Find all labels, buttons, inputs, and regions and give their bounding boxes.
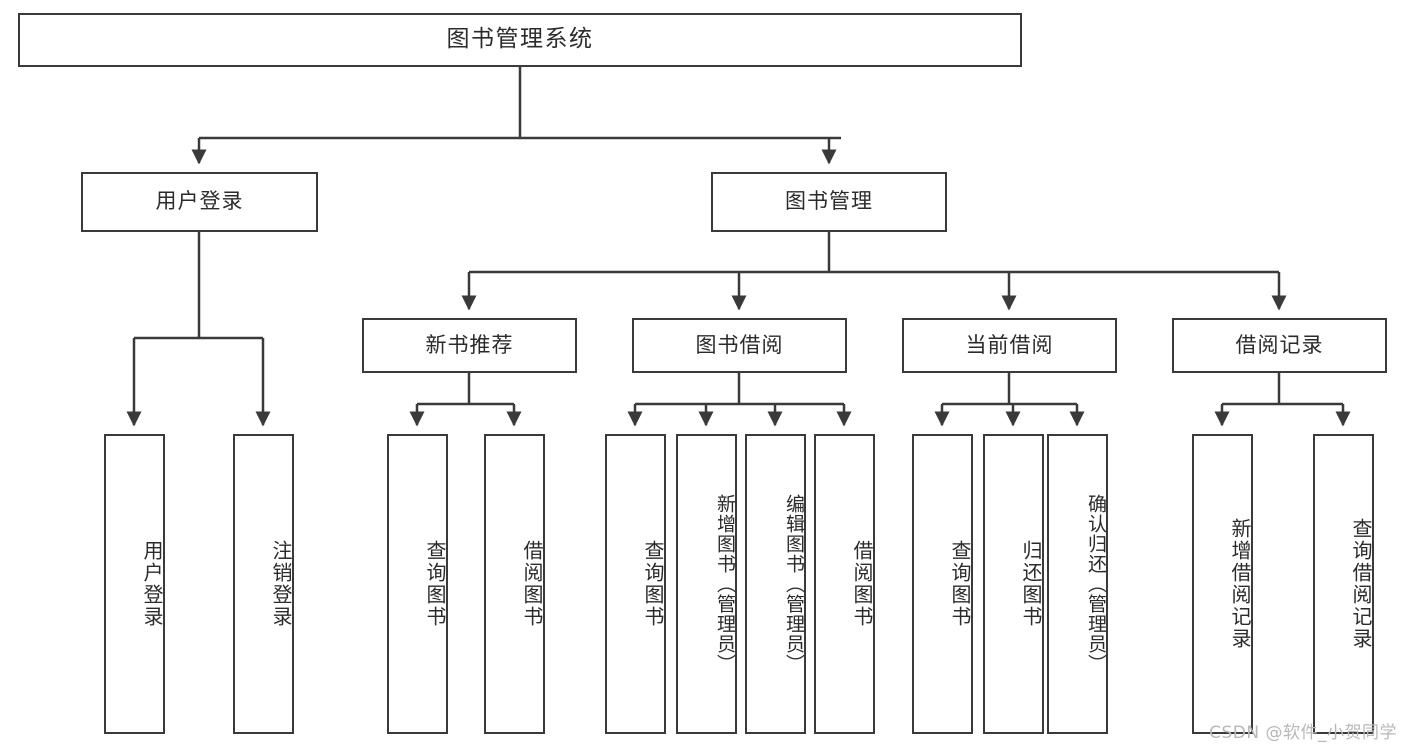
node-leaf-logout[interactable]: 注销登录 [233,434,294,734]
node-book-management-system[interactable]: 图书管理系统 [18,13,1022,67]
node-label: 当前借阅 [965,332,1054,357]
node-leaf-query-book-current[interactable]: 查询图书 [912,434,973,734]
node-label: 确认归还（管理员） [1085,494,1107,674]
node-leaf-edit-book-admin[interactable]: 编辑图书（管理员） [745,434,806,734]
node-leaf-query-book-borrow[interactable]: 查询图书 [605,434,666,734]
node-current-borrow[interactable]: 当前借阅 [902,318,1117,373]
node-leaf-add-book-admin[interactable]: 新增图书（管理员） [676,434,737,734]
node-label: 查询借阅记录 [1349,518,1373,650]
node-label: 归还图书 [1019,540,1043,628]
node-label: 查询图书 [641,540,665,628]
node-book-borrow[interactable]: 图书借阅 [632,318,847,373]
node-label: 编辑图书（管理员） [783,494,805,674]
node-leaf-query-book-recommend[interactable]: 查询图书 [387,434,448,734]
node-new-book-recommend[interactable]: 新书推荐 [362,318,577,373]
node-leaf-confirm-return-admin[interactable]: 确认归还（管理员） [1047,434,1108,734]
node-label: 用户登录 [155,189,244,214]
node-leaf-borrow-book[interactable]: 借阅图书 [814,434,875,734]
node-label: 新书推荐 [425,332,514,357]
node-label: 注销登录 [269,540,293,628]
node-label: 查询图书 [948,540,972,628]
node-label: 新增图书（管理员） [714,494,736,674]
node-book-management[interactable]: 图书管理 [711,172,947,232]
node-label: 查询图书 [423,540,447,628]
node-borrow-record[interactable]: 借阅记录 [1172,318,1387,373]
node-user-login[interactable]: 用户登录 [81,172,318,232]
node-label: 图书借阅 [695,332,784,357]
node-label: 图书管理系统 [446,26,594,53]
node-label: 图书管理 [785,189,873,214]
node-leaf-add-borrow-record[interactable]: 新增借阅记录 [1192,434,1253,734]
watermark-text: CSDN @软件_小贺同学 [1209,723,1397,743]
node-leaf-query-borrow-record[interactable]: 查询借阅记录 [1313,434,1374,734]
node-leaf-user-login[interactable]: 用户登录 [104,434,165,734]
node-leaf-borrow-book-recommend[interactable]: 借阅图书 [484,434,545,734]
node-leaf-return-book[interactable]: 归还图书 [983,434,1044,734]
node-label: 用户登录 [140,540,164,628]
node-label: 借阅图书 [520,540,544,628]
node-label: 借阅记录 [1235,332,1324,357]
node-label: 借阅图书 [850,540,874,628]
node-label: 新增借阅记录 [1228,518,1252,650]
